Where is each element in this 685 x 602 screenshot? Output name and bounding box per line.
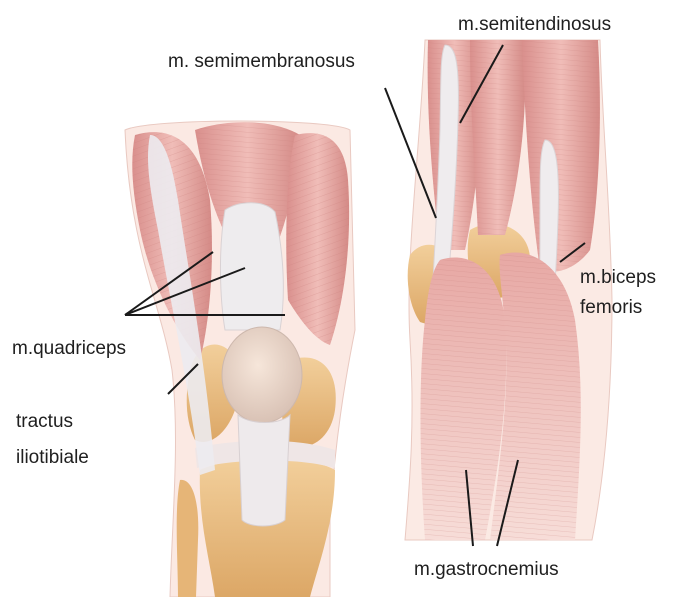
- label-tractus-iliotibiale: tractus iliotibiale: [16, 404, 89, 476]
- anterior-knee: [125, 121, 355, 597]
- label-gastrocnemius: m.gastrocnemius: [414, 559, 559, 581]
- label-biceps-line1: m.biceps: [580, 263, 656, 293]
- quadriceps-tendon: [220, 203, 283, 330]
- fibula: [177, 480, 199, 597]
- label-biceps-line2: femoris: [580, 293, 656, 323]
- label-semitendinosus: m.semitendinosus: [458, 14, 611, 36]
- label-tractus-line1: tractus: [16, 404, 89, 440]
- label-quadriceps: m.quadriceps: [12, 338, 126, 360]
- label-biceps-femoris: m.biceps femoris: [580, 263, 656, 324]
- patellar-ligament: [238, 415, 290, 526]
- label-semimembranosus: m. semimembranosus: [168, 51, 355, 73]
- patella: [222, 327, 302, 423]
- label-tractus-line2: iliotibiale: [16, 440, 89, 476]
